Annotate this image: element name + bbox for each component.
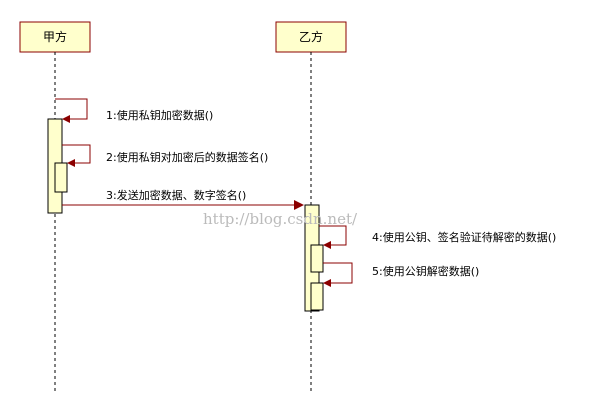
participant-a-box xyxy=(19,21,91,53)
message-5-label: 5:使用公钥解密数据() xyxy=(372,264,479,278)
activation-a-nested xyxy=(54,162,68,193)
message-1[interactable]: 1:使用私钥加密数据() xyxy=(55,98,213,123)
participant-a-label: 甲方 xyxy=(43,29,67,44)
message-5-line xyxy=(323,262,353,284)
message-3[interactable]: 3:发送加密数据、数字签名() xyxy=(62,188,304,210)
message-5-arrowhead xyxy=(323,279,331,287)
message-2-arrowhead xyxy=(67,159,75,167)
participant-b-label: 乙方 xyxy=(299,29,323,44)
activation-b-nested-2 xyxy=(310,282,324,311)
message-1-label: 1:使用私钥加密数据() xyxy=(106,108,213,122)
message-2[interactable]: 2:使用私钥对加密后的数据签名() xyxy=(62,144,268,167)
participant-b[interactable]: 乙方 xyxy=(275,21,347,53)
message-1-line xyxy=(55,98,88,120)
watermark-text: http://blog.csdn.net/ xyxy=(203,210,358,228)
message-4-line xyxy=(319,225,347,246)
message-3-label: 3:发送加密数据、数字签名() xyxy=(106,188,246,202)
participant-b-box xyxy=(275,21,347,53)
message-3-arrowhead xyxy=(294,200,304,210)
activation-b-nested-1 xyxy=(310,244,324,273)
message-5[interactable]: 5:使用公钥解密数据() xyxy=(323,262,479,287)
message-2-label: 2:使用私钥对加密后的数据签名() xyxy=(106,150,268,164)
message-2-line xyxy=(62,144,91,164)
message-4-label: 4:使用公钥、签名验证待解密的数据() xyxy=(372,230,556,244)
participant-a[interactable]: 甲方 xyxy=(19,21,91,53)
message-4[interactable]: 4:使用公钥、签名验证待解密的数据() xyxy=(319,225,556,249)
message-4-arrowhead xyxy=(323,241,331,249)
message-1-arrowhead xyxy=(62,115,70,123)
